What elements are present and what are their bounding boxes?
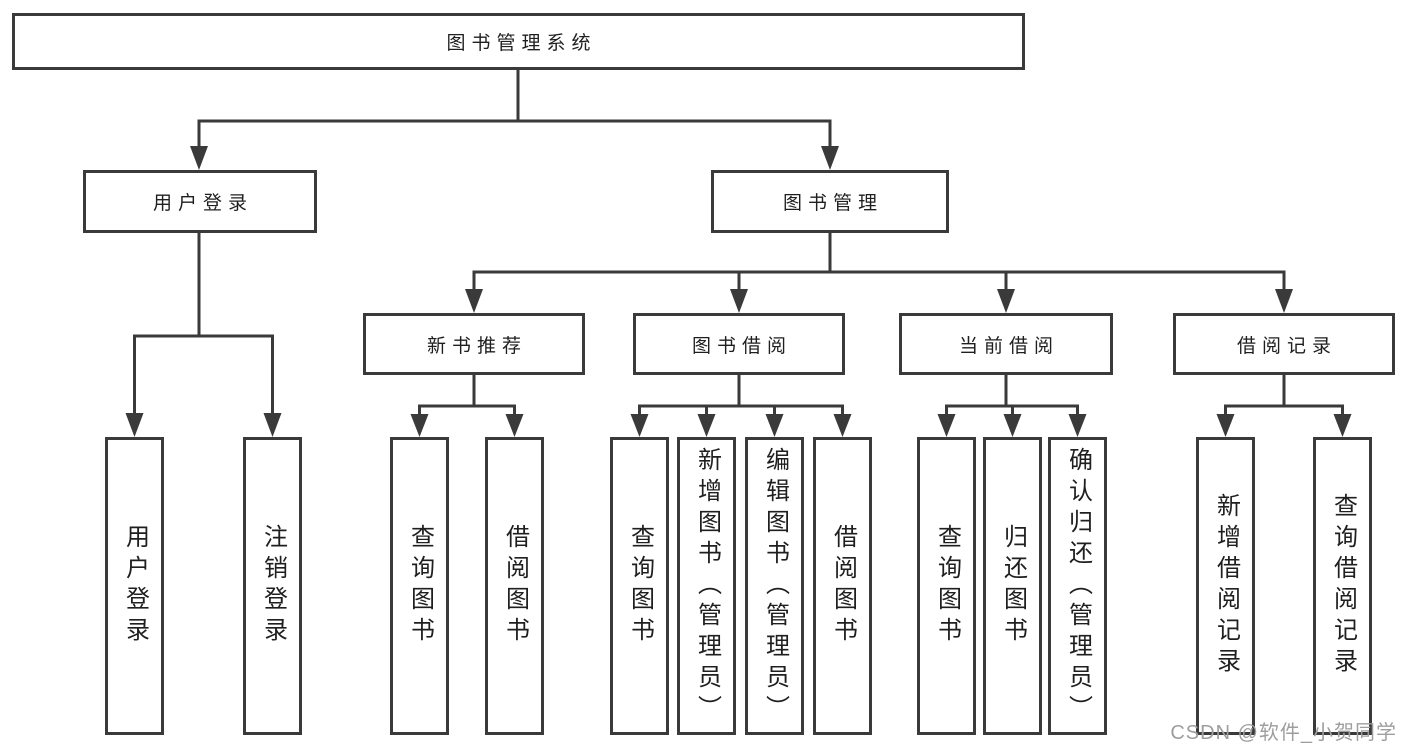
root-node-label: 图书管理系统 <box>446 33 597 54</box>
connector-book-borrowing-to-leaves <box>630 373 852 437</box>
node-user-login: 用户登录 <box>83 170 317 233</box>
arrow-down-icon <box>697 414 716 437</box>
arrow-down-icon <box>821 146 839 170</box>
arrow-down-icon <box>1333 414 1352 437</box>
connector-book-management-to-level3 <box>465 231 1293 313</box>
leaf-logout-label: 注销登录 <box>259 524 287 648</box>
leaf-bb-query-books: 查询图书 <box>610 437 669 735</box>
leaf-cb-confirm-return-admin-label: 确认归还（管理员） <box>1064 446 1092 726</box>
leaf-bb-query-books-label: 查询图书 <box>626 524 654 648</box>
arrow-down-icon <box>997 289 1015 313</box>
leaf-bb-borrow-books-label: 借阅图书 <box>829 524 857 648</box>
leaf-bb-add-books-admin-label: 新增图书（管理员） <box>693 446 721 726</box>
arrow-down-icon <box>190 146 208 170</box>
node-current-borrowing: 当前借阅 <box>899 313 1113 375</box>
connector-borrow-records-to-leaves <box>1216 373 1352 437</box>
connector-user-login-to-leaves <box>125 231 282 437</box>
arrow-down-icon <box>1275 289 1293 313</box>
leaf-cb-query-books: 查询图书 <box>917 437 976 735</box>
arrow-down-icon <box>1003 414 1022 437</box>
arrow-down-icon <box>125 413 144 437</box>
arrow-down-icon <box>937 414 956 437</box>
leaf-nb-borrow-books: 借阅图书 <box>485 437 544 735</box>
leaf-br-add-record-label: 新增借阅记录 <box>1212 493 1240 679</box>
node-book-borrowing-label: 图书借阅 <box>691 335 792 357</box>
connector-current-borrowing-to-leaves <box>937 373 1087 437</box>
connector-path <box>197 68 832 150</box>
arrow-down-icon <box>410 414 429 437</box>
leaf-nb-borrow-books-label: 借阅图书 <box>501 524 529 648</box>
connector-root-to-level2 <box>190 68 839 170</box>
leaf-user-login-label: 用户登录 <box>121 524 149 648</box>
leaf-cb-return-books-label: 归还图书 <box>999 524 1027 648</box>
arrow-down-icon <box>465 289 483 313</box>
leaf-br-query-record-label: 查询借阅记录 <box>1329 493 1357 679</box>
arrow-down-icon <box>1216 414 1235 437</box>
connector-path <box>638 373 844 420</box>
node-current-borrowing-label: 当前借阅 <box>958 335 1059 357</box>
arrow-down-icon <box>765 414 784 437</box>
leaf-cb-query-books-label: 查询图书 <box>933 524 961 648</box>
connector-path <box>1224 373 1344 420</box>
node-book-borrowing: 图书借阅 <box>633 313 845 375</box>
csdn-watermark: CSDN @软件_小贺同学 <box>1170 722 1397 744</box>
node-borrow-records-label: 借阅记录 <box>1236 335 1337 357</box>
arrow-down-icon <box>833 414 852 437</box>
connector-path <box>945 373 1079 420</box>
node-book-management: 图书管理 <box>711 170 949 233</box>
arrow-down-icon <box>263 413 282 437</box>
connector-new-book-recommend-to-leaves <box>410 373 524 437</box>
leaf-br-query-record: 查询借阅记录 <box>1313 437 1372 735</box>
root-node: 图书管理系统 <box>12 13 1025 70</box>
connector-path <box>472 231 1286 293</box>
leaf-logout: 注销登录 <box>243 437 302 735</box>
node-borrow-records: 借阅记录 <box>1173 313 1395 375</box>
arrow-down-icon <box>1068 414 1087 437</box>
arrow-down-icon <box>630 414 649 437</box>
arrow-down-icon <box>730 289 748 313</box>
leaf-bb-edit-books-admin-label: 编辑图书（管理员） <box>761 446 789 726</box>
leaf-cb-return-books: 归还图书 <box>983 437 1042 735</box>
leaf-bb-edit-books-admin: 编辑图书（管理员） <box>745 437 804 735</box>
node-new-book-recommend: 新书推荐 <box>363 313 585 375</box>
leaf-br-add-record: 新增借阅记录 <box>1196 437 1255 735</box>
node-new-book-recommend-label: 新书推荐 <box>426 335 527 357</box>
leaf-nb-query-books-label: 查询图书 <box>406 524 434 648</box>
arrow-down-icon <box>505 414 524 437</box>
connector-path <box>418 373 516 420</box>
leaf-bb-borrow-books: 借阅图书 <box>813 437 872 735</box>
leaf-cb-confirm-return-admin: 确认归还（管理员） <box>1048 437 1107 735</box>
node-user-login-label: 用户登录 <box>152 193 253 214</box>
leaf-user-login: 用户登录 <box>105 437 164 735</box>
connector-path <box>133 231 274 417</box>
node-book-management-label: 图书管理 <box>782 193 883 214</box>
leaf-bb-add-books-admin: 新增图书（管理员） <box>677 437 736 735</box>
leaf-nb-query-books: 查询图书 <box>390 437 449 735</box>
